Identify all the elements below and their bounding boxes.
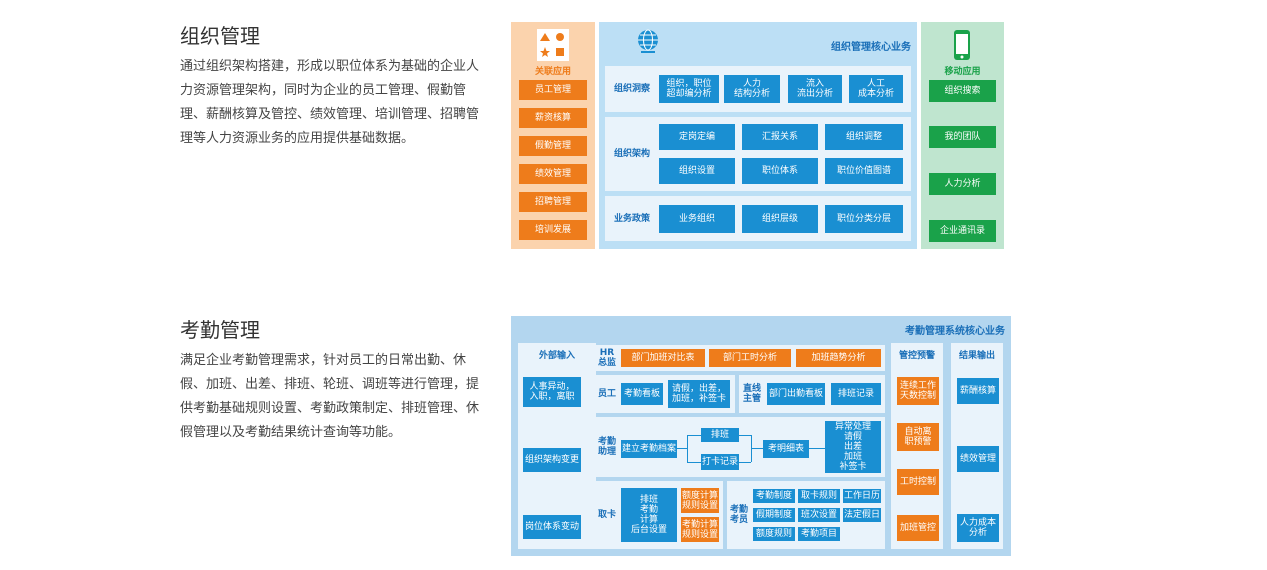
- org-row-item[interactable]: 职位体系: [742, 158, 818, 184]
- att-clerk-item[interactable]: 假期制度: [753, 508, 795, 522]
- org-right-item[interactable]: 人力分析: [929, 173, 996, 195]
- att-assistant-archive[interactable]: 建立考勤档案: [621, 440, 677, 458]
- org-diagram: 关联应用 员工管理 薪资核算 假勤管理 绩效管理 招聘管理 培训发展 组织管理核…: [511, 22, 1004, 249]
- org-core-panel: 组织管理核心业务 组织洞察 组织，职位 超却编分析 人力 结构分析 流入 流出分…: [599, 22, 917, 249]
- connector-line: [739, 435, 751, 436]
- org-row-item[interactable]: 职位分类分层: [825, 205, 903, 233]
- att-employee-item[interactable]: 考勤看板: [621, 383, 663, 405]
- org-left-item[interactable]: 招聘管理: [519, 192, 587, 212]
- org-mobile-panel: 移动应用 组织搜索 我的团队 人力分析 企业通讯录: [921, 22, 1004, 249]
- org-left-item[interactable]: 培训发展: [519, 220, 587, 240]
- connector-line: [687, 435, 688, 462]
- att-output-item[interactable]: 薪酬核算: [957, 378, 999, 404]
- att-clerk-item[interactable]: 取卡规则: [798, 489, 840, 503]
- globe-icon: [635, 28, 661, 54]
- org-row-label: 业务政策: [613, 213, 650, 224]
- att-output-item[interactable]: 绩效管理: [957, 446, 999, 472]
- att-hr-label: HR 总监: [597, 348, 616, 368]
- connector-line: [751, 448, 763, 449]
- org-core-title: 组织管理核心业务: [831, 42, 911, 53]
- att-section-desc: 满足企业考勤管理需求，针对员工的日常出勤、休假、加班、出差、排班、轮班、调班等进…: [180, 353, 480, 440]
- org-row-item[interactable]: 流入 流出分析: [788, 75, 842, 103]
- connector-line: [739, 462, 751, 463]
- att-clerk-item[interactable]: 额度规则: [753, 527, 795, 541]
- org-left-item[interactable]: 薪资核算: [519, 108, 587, 128]
- org-right-item[interactable]: 我的团队: [929, 126, 996, 148]
- att-ext-item[interactable]: 人事异动， 入职，离职: [523, 377, 581, 407]
- att-ext-item[interactable]: 组织架构变更: [523, 448, 581, 472]
- att-assistant-exceptions[interactable]: 异常处理 请假 出差 加班 补签卡: [825, 421, 881, 473]
- att-card-label: 取卡: [597, 510, 616, 520]
- att-hr-item[interactable]: 部门工时分析: [709, 349, 791, 367]
- org-right-item[interactable]: 组织搜索: [929, 80, 996, 102]
- att-clerk-item[interactable]: 班次设置: [798, 508, 840, 522]
- org-row-label: 组织洞察: [613, 84, 650, 94]
- org-row-item[interactable]: 职位价值图谱: [825, 158, 903, 184]
- shapes-icon: [537, 29, 569, 61]
- att-hr-item[interactable]: 加班趋势分析: [796, 349, 881, 367]
- att-control-title: 管控预警: [898, 351, 935, 361]
- org-section-title: 组织管理: [180, 24, 260, 48]
- att-ext-title: 外部输入: [538, 351, 575, 361]
- att-control-item[interactable]: 工时控制: [897, 469, 939, 495]
- org-row-item[interactable]: 组织设置: [659, 158, 735, 184]
- org-section-desc: 通过组织架构搭建，形成以职位体系为基础的企业人力资源管理架构，同时为企业的员工管…: [180, 59, 480, 146]
- org-row-item[interactable]: 人力 结构分析: [724, 75, 780, 103]
- att-assistant-schedule[interactable]: 排班: [701, 428, 739, 442]
- org-related-apps-panel: 关联应用 员工管理 薪资核算 假勤管理 绩效管理 招聘管理 培训发展: [511, 22, 595, 249]
- att-diagram-title: 考勤管理系统核心业务: [905, 326, 1005, 337]
- att-assistant-label: 考勤 助理: [597, 437, 616, 457]
- att-section-title: 考勤管理: [180, 318, 260, 342]
- att-control-item[interactable]: 连续工作 天数控制: [897, 377, 939, 405]
- org-row-item[interactable]: 组织层级: [742, 205, 818, 233]
- org-left-item[interactable]: 绩效管理: [519, 164, 587, 184]
- org-row-label: 组织架构: [613, 149, 650, 159]
- att-diagram: 考勤管理系统核心业务 外部输入 人事异动， 入职，离职 组织架构变更 岗位体系变…: [511, 316, 1011, 556]
- org-right-title: 移动应用: [944, 66, 981, 77]
- att-clerk-item[interactable]: 考勤项目: [798, 527, 840, 541]
- att-clerk-item[interactable]: 考勤制度: [753, 489, 795, 503]
- att-control-item[interactable]: 加班管控: [897, 515, 939, 541]
- att-control-item[interactable]: 自动离 职预警: [897, 423, 939, 451]
- att-card-blue[interactable]: 排班 考勤 计算 后台设置: [621, 488, 677, 542]
- org-right-item[interactable]: 企业通讯录: [929, 220, 996, 242]
- att-clerk-item[interactable]: 工作日历: [843, 489, 881, 503]
- org-row-item[interactable]: 组织，职位 超却编分析: [659, 75, 719, 103]
- att-employee-label: 员工: [597, 389, 616, 399]
- att-output-title: 结果输出: [958, 351, 995, 361]
- org-row-item[interactable]: 汇报关系: [742, 124, 818, 150]
- att-supervisor-label: 直线 主管: [742, 384, 761, 404]
- att-employee-item[interactable]: 请假，出差， 加班，补签卡: [668, 380, 730, 408]
- att-hr-item[interactable]: 部门加班对比表: [621, 349, 705, 367]
- org-left-item[interactable]: 员工管理: [519, 80, 587, 100]
- org-row-item[interactable]: 业务组织: [659, 205, 735, 233]
- connector-line: [687, 462, 701, 463]
- att-assistant-detail[interactable]: 考明细表: [763, 440, 809, 458]
- connector-line: [687, 435, 701, 436]
- att-clerk-label: 考勤 考员: [729, 505, 748, 525]
- att-ext-item[interactable]: 岗位体系变动: [523, 515, 581, 539]
- att-assistant-punch[interactable]: 打卡记录: [701, 454, 739, 470]
- att-card-orange[interactable]: 额度计算 规则设置: [681, 488, 719, 513]
- connector-line: [677, 448, 687, 449]
- phone-icon: [953, 29, 971, 61]
- att-output-item[interactable]: 人力成本 分析: [957, 514, 999, 542]
- att-supervisor-item[interactable]: 部门出勤看板: [767, 383, 825, 405]
- att-clerk-item[interactable]: 法定假日: [843, 508, 881, 522]
- connector-line: [809, 448, 825, 449]
- org-row-item[interactable]: 组织调整: [825, 124, 903, 150]
- org-left-item[interactable]: 假勤管理: [519, 136, 587, 156]
- att-card-orange[interactable]: 考勤计算 规则设置: [681, 517, 719, 542]
- org-left-title: 关联应用: [534, 66, 571, 77]
- org-row-item[interactable]: 定岗定编: [659, 124, 735, 150]
- org-row-item[interactable]: 人工 成本分析: [849, 75, 903, 103]
- att-supervisor-item[interactable]: 排班记录: [831, 383, 881, 405]
